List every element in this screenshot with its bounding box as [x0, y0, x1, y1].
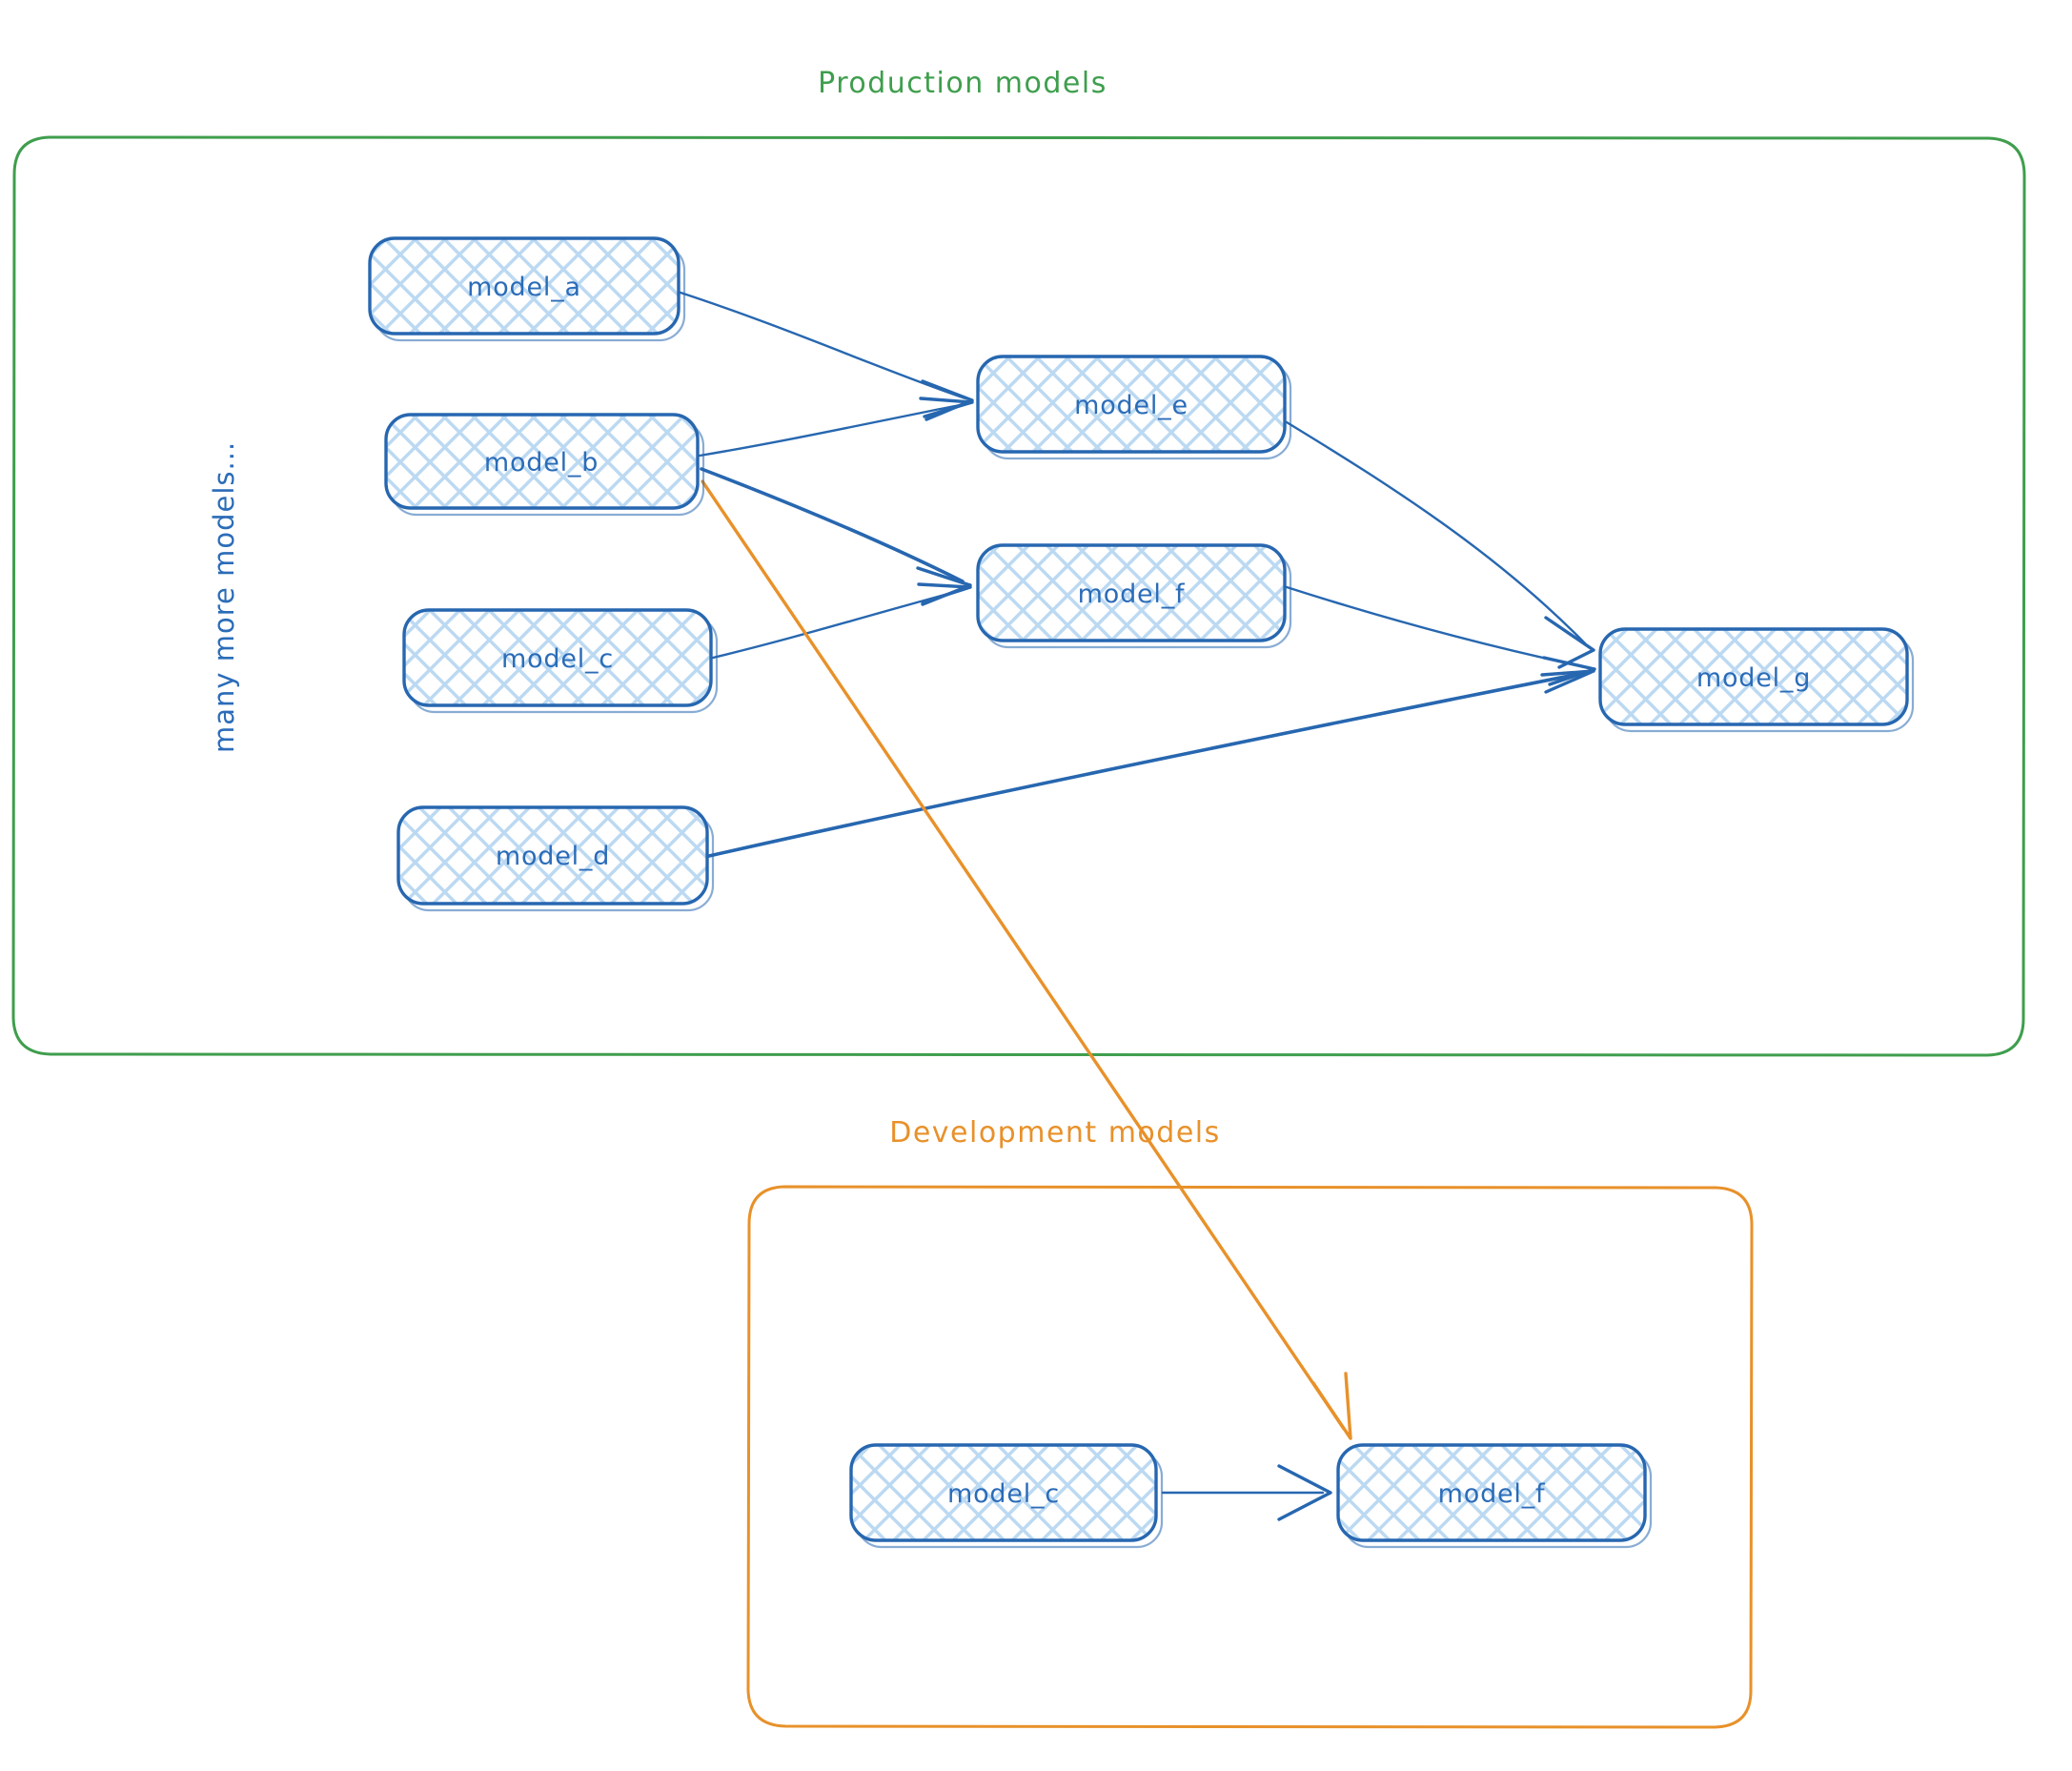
production-group-label: Production models — [818, 67, 1107, 100]
edge-model-e-to-model-g[interactable] — [1285, 420, 1595, 669]
node-prod-model-d[interactable]: model_d — [396, 805, 715, 912]
node-label: model_e — [1074, 391, 1188, 420]
edge-model-d-to-model-g[interactable] — [707, 669, 1595, 858]
node-dev-model-f[interactable]: model_f — [1336, 1443, 1653, 1549]
group-production: Production models — [11, 67, 2026, 1057]
node-prod-model-b[interactable]: model_b — [384, 413, 705, 517]
node-label: model_c — [947, 1479, 1060, 1509]
node-label: model_f — [1438, 1479, 1546, 1509]
node-label: model_f — [1078, 580, 1186, 609]
edge-model-f-to-model-g[interactable] — [1285, 585, 1596, 686]
edges-layer — [679, 291, 1596, 1521]
node-prod-model-e[interactable]: model_e — [976, 355, 1292, 460]
production-group-border — [11, 135, 2026, 1057]
node-prod-model-a[interactable]: model_a — [368, 236, 686, 342]
node-label: model_c — [501, 644, 614, 674]
node-dev-model-c[interactable]: model_c — [849, 1443, 1164, 1549]
node-label: model_g — [1696, 663, 1811, 693]
edge-prod-model-b-to-dev-model-f[interactable] — [701, 479, 1352, 1440]
development-group-label: Development models — [889, 1116, 1221, 1150]
node-prod-model-c[interactable]: model_c — [402, 608, 719, 714]
nodes-layer: model_a model_b model_c model_d — [368, 236, 1915, 1549]
development-group-border — [746, 1185, 1754, 1729]
node-label: model_d — [496, 842, 610, 871]
group-development: Development models — [746, 1116, 1754, 1729]
edge-model-c-to-model-f[interactable] — [711, 582, 972, 660]
node-label: model_b — [484, 448, 599, 478]
node-prod-model-g[interactable]: model_g — [1598, 627, 1915, 733]
node-label: model_a — [467, 273, 581, 302]
edge-dev-model-c-to-dev-model-f[interactable] — [1161, 1464, 1332, 1521]
node-prod-model-f[interactable]: model_f — [976, 543, 1292, 649]
many-more-models-note: many more models... — [208, 441, 240, 753]
edge-model-b-to-model-e[interactable] — [698, 397, 974, 458]
